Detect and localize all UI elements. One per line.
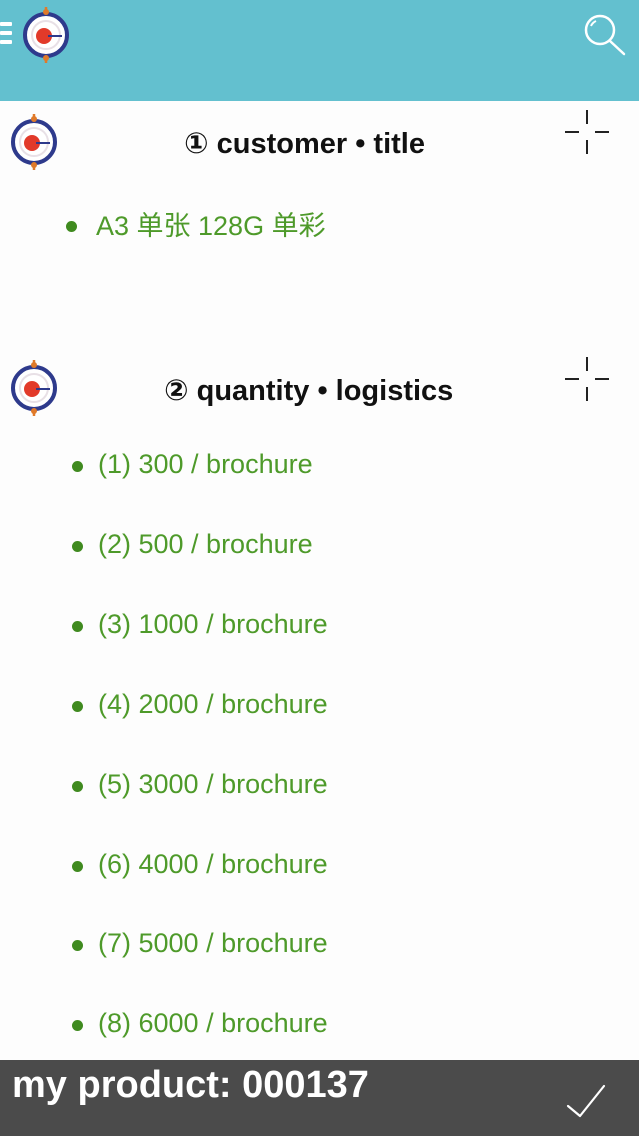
search-icon[interactable] [582,12,628,58]
bullet-dot-icon [72,781,83,792]
top-app-bar [0,0,639,101]
list-item[interactable]: (8) 6000 / brochure [98,1008,328,1038]
bullet-dot-icon [72,1020,83,1031]
list-item[interactable]: A3 单张 128G 单彩 [96,211,326,241]
list-item[interactable]: (5) 3000 / brochure [98,769,328,799]
target-logo-icon [11,112,57,172]
list-item[interactable]: (2) 500 / brochure [98,529,313,559]
list-item[interactable]: (6) 4000 / brochure [98,849,328,879]
checkmark-icon[interactable] [566,1084,606,1120]
hamburger-menu-icon[interactable] [0,22,12,48]
bullet-dot-icon [72,701,83,712]
list-item[interactable]: (4) 2000 / brochure [98,689,328,719]
product-label: my product: 000137 [12,1064,369,1106]
bottom-bar: my product: 000137 [0,1060,639,1136]
target-logo-icon[interactable] [20,5,72,65]
bullet-dot-icon [72,541,83,552]
list-item[interactable]: (3) 1000 / brochure [98,609,328,639]
section-title: ② quantity • logistics [164,375,454,407]
bullet-dot-icon [72,461,83,472]
bullet-dot-icon [72,861,83,872]
section-title: ① customer • title [184,128,425,160]
target-logo-icon [11,358,57,418]
bullet-dot-icon [66,221,77,232]
bullet-dot-icon [72,621,83,632]
crosshair-icon[interactable] [563,355,611,403]
crosshair-icon[interactable] [563,108,611,156]
list-item[interactable]: (1) 300 / brochure [98,449,313,479]
list-item[interactable]: (7) 5000 / brochure [98,928,328,958]
bullet-dot-icon [72,940,83,951]
